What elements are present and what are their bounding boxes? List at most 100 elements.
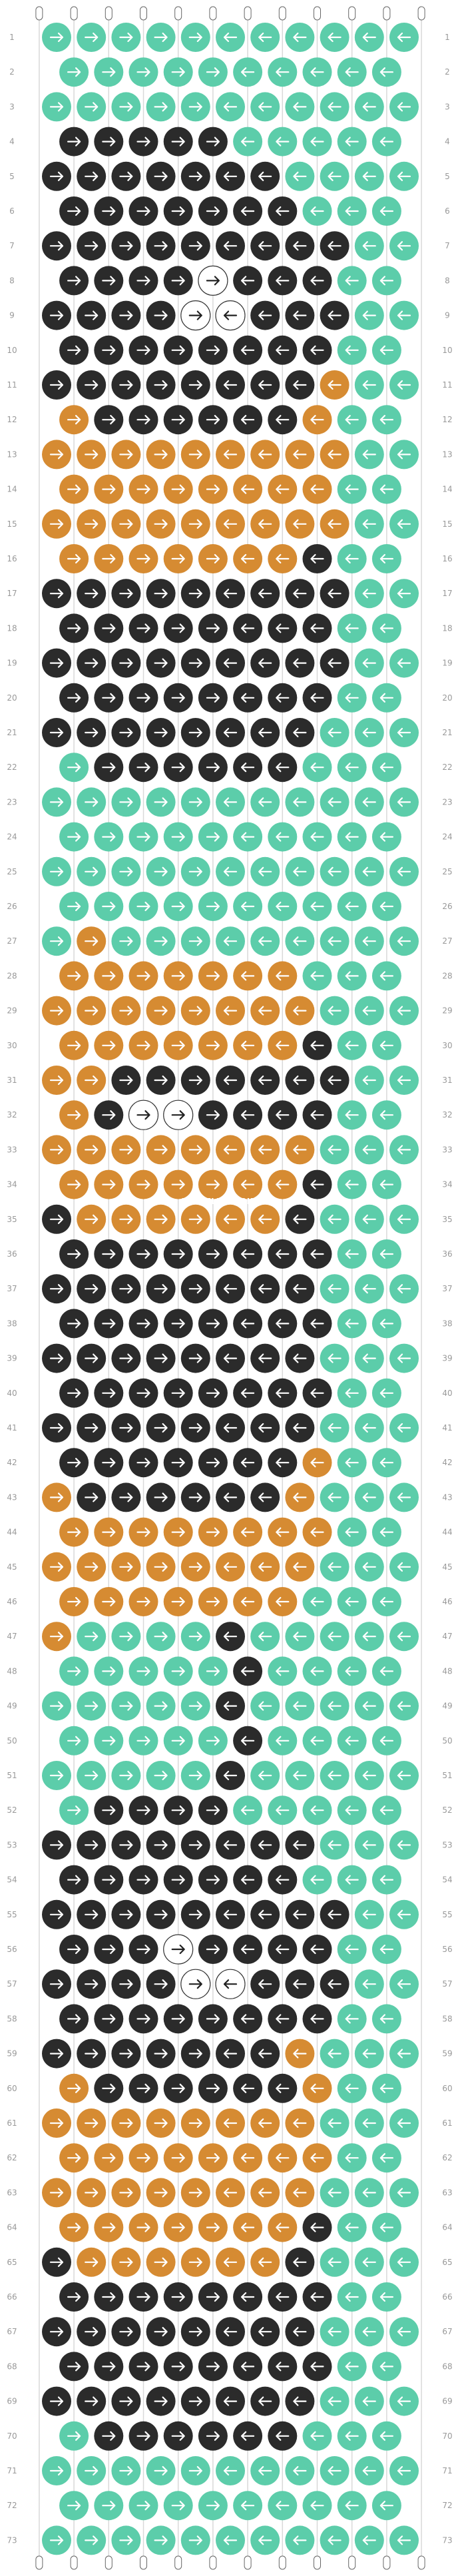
knot bbox=[180, 2525, 210, 2555]
arrow-right-icon bbox=[102, 1875, 116, 1885]
knot bbox=[163, 2352, 193, 2382]
arrow-left-icon bbox=[241, 484, 255, 494]
arrow-right-icon bbox=[206, 1875, 220, 1885]
arrow-left-icon bbox=[345, 1249, 359, 1259]
arrow-right-icon bbox=[49, 936, 64, 946]
knot bbox=[146, 509, 176, 539]
knot bbox=[111, 2525, 141, 2555]
arrow-left-icon bbox=[241, 67, 255, 77]
arrow-left-icon bbox=[379, 832, 393, 842]
arrow-right-icon bbox=[171, 623, 185, 633]
arrow-right-icon bbox=[206, 276, 220, 286]
knot bbox=[94, 1795, 124, 1825]
row-number-left: 14 bbox=[7, 485, 17, 494]
arrow-left-icon bbox=[223, 2188, 238, 2198]
row-number-right: 46 bbox=[442, 1597, 452, 1606]
knot bbox=[250, 787, 280, 817]
knot bbox=[233, 2073, 263, 2103]
knot bbox=[59, 127, 89, 157]
knot bbox=[371, 1587, 401, 1616]
knot bbox=[285, 2039, 315, 2069]
row-number-right: 7 bbox=[445, 241, 450, 250]
knot bbox=[94, 57, 124, 87]
arrow-left-icon bbox=[379, 2431, 393, 2441]
arrow-left-icon bbox=[310, 2222, 324, 2232]
knot bbox=[111, 926, 141, 956]
arrow-right-icon bbox=[85, 1353, 99, 1363]
knot bbox=[146, 1552, 176, 1582]
knot bbox=[371, 474, 401, 504]
arrow-left-icon bbox=[379, 1110, 393, 1120]
knot bbox=[320, 1413, 349, 1443]
knot bbox=[59, 1448, 89, 1478]
arrow-right-icon bbox=[67, 693, 81, 703]
knot bbox=[389, 92, 419, 122]
arrow-left-icon bbox=[223, 171, 238, 181]
knot bbox=[42, 2178, 71, 2208]
knot bbox=[285, 2178, 315, 2208]
knot bbox=[268, 1448, 298, 1478]
knot bbox=[128, 405, 158, 435]
arrow-right-icon bbox=[102, 1527, 116, 1537]
knot bbox=[59, 1517, 89, 1547]
arrow-right-icon bbox=[206, 1736, 220, 1746]
knot bbox=[268, 683, 298, 713]
arrow-right-icon bbox=[85, 102, 99, 112]
arrow-right-icon bbox=[206, 2362, 220, 2372]
arrow-left-icon bbox=[397, 2535, 411, 2545]
knot bbox=[371, 753, 401, 783]
knot-grid bbox=[42, 23, 419, 2555]
knot bbox=[163, 892, 193, 921]
arrow-left-icon bbox=[241, 693, 255, 703]
knot bbox=[42, 300, 71, 330]
knot bbox=[268, 1865, 298, 1895]
knot bbox=[146, 2386, 176, 2416]
arrow-left-icon bbox=[276, 1319, 290, 1329]
arrow-right-icon bbox=[102, 2431, 116, 2441]
arrow-left-icon bbox=[241, 1666, 255, 1676]
knot bbox=[371, 127, 401, 157]
arrow-left-icon bbox=[362, 1701, 376, 1711]
row-number-left: 1 bbox=[9, 33, 15, 42]
strand-ends bbox=[35, 6, 425, 2570]
strand-end bbox=[244, 2555, 252, 2570]
arrow-right-icon bbox=[171, 1040, 185, 1050]
arrow-left-icon bbox=[379, 1458, 393, 1468]
knot bbox=[354, 231, 384, 261]
row-number-left: 16 bbox=[7, 554, 17, 563]
knot bbox=[233, 1309, 263, 1339]
knot bbox=[216, 2039, 245, 2069]
knot bbox=[198, 1656, 228, 1686]
knot bbox=[371, 2212, 401, 2242]
arrow-left-icon bbox=[241, 1388, 255, 1398]
arrow-right-icon bbox=[188, 2049, 202, 2059]
knot bbox=[128, 1517, 158, 1547]
arrow-right-icon bbox=[85, 2257, 99, 2267]
knot bbox=[320, 579, 349, 609]
arrow-left-icon bbox=[293, 1075, 307, 1086]
knot bbox=[111, 1899, 141, 1929]
arrow-right-icon bbox=[171, 1527, 185, 1537]
knot bbox=[354, 1969, 384, 1999]
arrow-right-icon bbox=[119, 1909, 133, 1919]
knot bbox=[371, 544, 401, 573]
knot bbox=[233, 1587, 263, 1616]
knot bbox=[285, 92, 315, 122]
row-number-right: 22 bbox=[442, 763, 452, 772]
knot bbox=[77, 1274, 107, 1304]
arrow-left-icon bbox=[293, 2535, 307, 2545]
knot bbox=[389, 370, 419, 400]
arrow-right-icon bbox=[206, 1040, 220, 1050]
knot bbox=[111, 23, 141, 52]
arrow-right-icon bbox=[188, 380, 202, 390]
knot bbox=[233, 2212, 263, 2242]
row-number-right: 63 bbox=[442, 2188, 452, 2197]
knot bbox=[128, 57, 158, 87]
arrow-left-icon bbox=[362, 519, 376, 529]
arrow-right-icon bbox=[206, 2292, 220, 2302]
row-number-right: 47 bbox=[442, 1632, 452, 1641]
knot bbox=[354, 300, 384, 330]
arrow-left-icon bbox=[310, 1596, 324, 1607]
arrow-right-icon bbox=[154, 936, 168, 946]
row-number-right: 8 bbox=[445, 276, 450, 285]
